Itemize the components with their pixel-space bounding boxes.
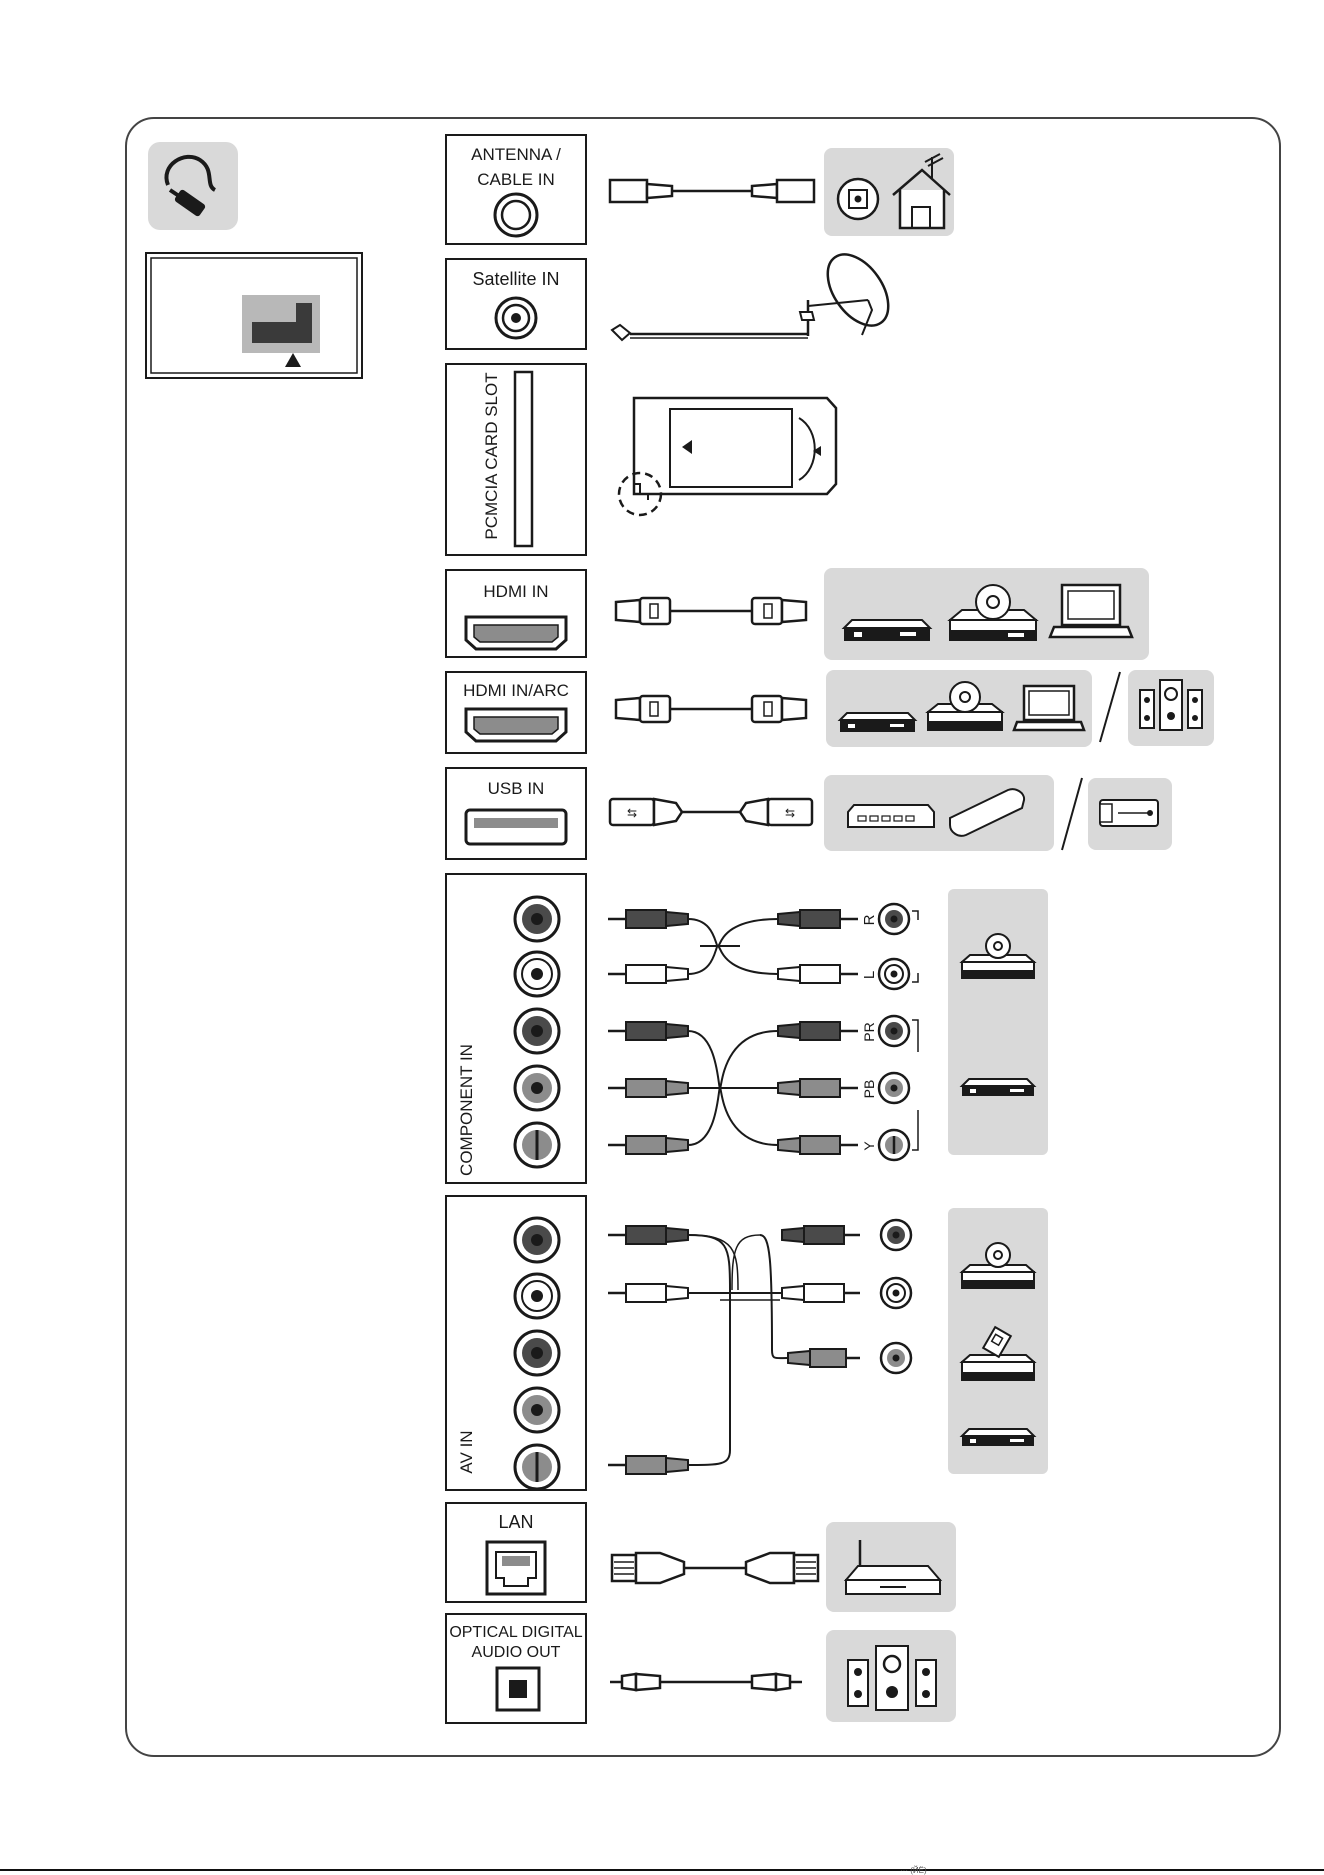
hdmi-source-devices-panel bbox=[824, 568, 1149, 660]
port-component-in: COMPONENT IN bbox=[446, 874, 586, 1183]
footer-rule bbox=[0, 1869, 1324, 1871]
laptop-icon bbox=[1050, 585, 1132, 637]
cable-legend-icon bbox=[148, 142, 238, 230]
component-jack-pr bbox=[515, 1009, 559, 1053]
set-top-box-icon bbox=[962, 1079, 1034, 1096]
lan-label: LAN bbox=[498, 1512, 533, 1532]
av-source-devices-panel bbox=[948, 1208, 1048, 1474]
usb-flash-drive-icon bbox=[1088, 778, 1172, 850]
av-jack-5 bbox=[515, 1445, 559, 1489]
av-jack-3 bbox=[515, 1331, 559, 1375]
usb-label: USB IN bbox=[488, 779, 545, 798]
antenna-label-line2: CABLE IN bbox=[477, 170, 554, 189]
hdmi-arc-label: HDMI IN/ARC bbox=[463, 681, 569, 700]
jack-label-l: L bbox=[861, 971, 878, 979]
port-optical-audio-out: OPTICAL DIGITAL AUDIO OUT bbox=[446, 1614, 586, 1723]
set-top-box-icon bbox=[844, 620, 930, 641]
av-jack-1 bbox=[515, 1218, 559, 1262]
pcmcia-slot-icon bbox=[515, 372, 532, 546]
port-pcmcia-card-slot: PCMCIA CARD SLOT bbox=[446, 364, 586, 555]
av-label: AV IN bbox=[457, 1430, 476, 1473]
port-hdmi-in-arc: HDMI IN/ARC bbox=[446, 672, 586, 753]
av-jack-4 bbox=[515, 1388, 559, 1432]
usb-storage-devices-panel bbox=[824, 775, 1054, 851]
optical-audio-speakers-icon bbox=[826, 1630, 956, 1722]
port-antenna-cable-in: ANTENNA / CABLE IN bbox=[446, 135, 586, 244]
antenna-label-line1: ANTENNA / bbox=[471, 145, 561, 164]
usb-hub-icon bbox=[848, 805, 934, 827]
hdmi-label: HDMI IN bbox=[483, 582, 548, 601]
set-top-box-icon bbox=[840, 713, 915, 732]
audio-system-speakers-icon bbox=[1128, 670, 1214, 746]
port-hdmi-in: HDMI IN bbox=[446, 570, 586, 657]
router-icon bbox=[826, 1522, 956, 1612]
component-jack-pb bbox=[515, 1066, 559, 1110]
component-label: COMPONENT IN bbox=[457, 1044, 476, 1176]
jack-label-y: Y bbox=[861, 1141, 877, 1151]
port-satellite-in: Satellite IN bbox=[446, 259, 586, 349]
component-source-devices-panel bbox=[948, 889, 1048, 1155]
hdmi-arc-source-devices-panel bbox=[826, 670, 1092, 747]
jack-label-pb: PB bbox=[861, 1080, 877, 1099]
jack-label-pr: PR bbox=[861, 1022, 877, 1041]
footer-text: ··· (ЙЁ) bbox=[900, 1866, 927, 1875]
svg-text:⇆: ⇆ bbox=[785, 806, 795, 820]
av-device-jacks bbox=[881, 1220, 911, 1373]
antenna-house-device-icon bbox=[824, 148, 954, 236]
av-jack-2 bbox=[515, 1274, 559, 1318]
port-lan: LAN bbox=[446, 1503, 586, 1602]
pcmcia-label: PCMCIA CARD SLOT bbox=[482, 372, 501, 539]
optical-label-line1: OPTICAL DIGITAL bbox=[449, 1624, 582, 1641]
satellite-label: Satellite IN bbox=[472, 269, 559, 289]
port-av-in: AV IN bbox=[446, 1196, 586, 1490]
ethernet-jack-icon bbox=[487, 1542, 545, 1594]
component-jack-l bbox=[515, 952, 559, 996]
tv-back-panel-icon bbox=[146, 253, 362, 378]
component-jack-r bbox=[515, 897, 559, 941]
jack-label-r: R bbox=[861, 914, 878, 925]
component-jack-y bbox=[515, 1123, 559, 1167]
laptop-icon bbox=[1014, 686, 1084, 730]
svg-text:⇆: ⇆ bbox=[627, 806, 637, 820]
port-usb-in: USB IN bbox=[446, 768, 586, 859]
optical-label-line2: AUDIO OUT bbox=[472, 1644, 561, 1661]
set-top-box-icon bbox=[962, 1429, 1034, 1446]
